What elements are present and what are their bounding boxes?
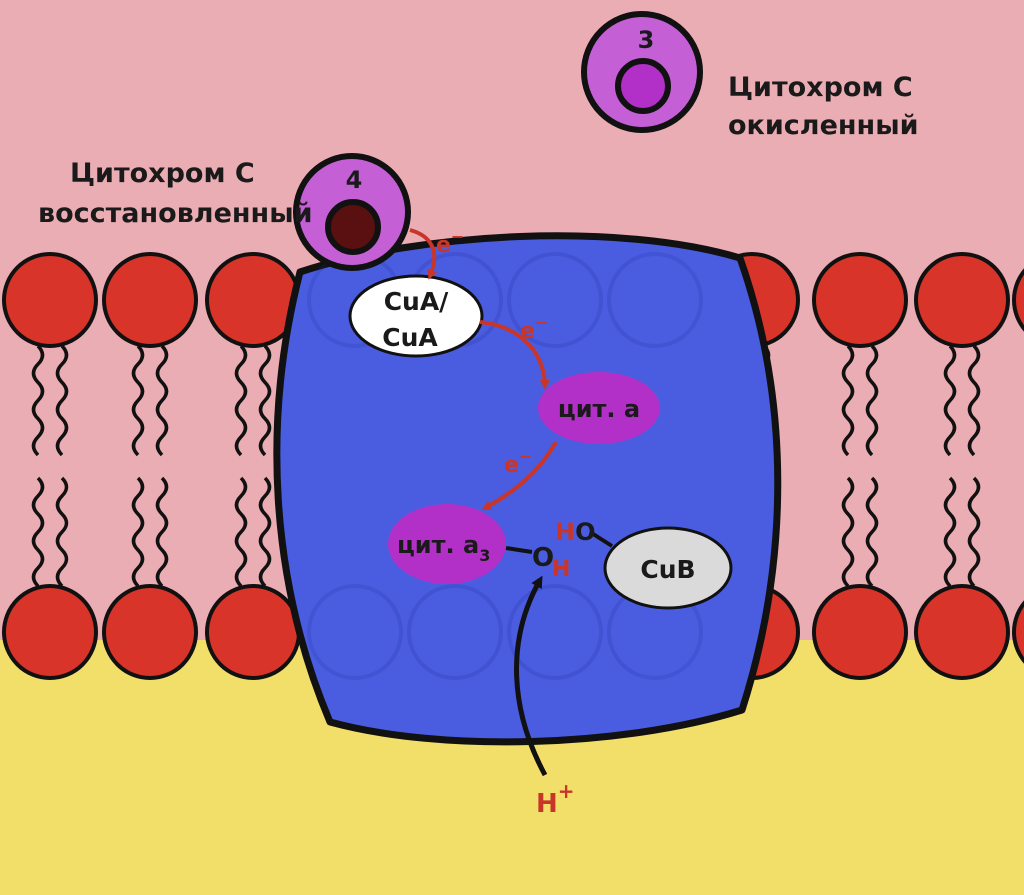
hydroxyl-group: HO [555, 518, 596, 546]
proton-arrow [514, 575, 548, 777]
lipid-tail [258, 476, 272, 588]
lipid-tail [865, 476, 879, 588]
cua-label-line2: CuA [382, 323, 438, 352]
electron-arrow-2 [479, 320, 550, 390]
cytochrome-a [538, 372, 660, 444]
lipid-tail [943, 344, 957, 457]
lipid-tail [967, 476, 981, 588]
lipid-head [812, 252, 908, 348]
lipid-tail [865, 344, 879, 457]
electron-label-2: e− [520, 313, 548, 344]
cytochrome-oxidase-complex [273, 232, 782, 746]
cytochrome-c-oxidized-label-line2: окисленный [728, 110, 919, 141]
lipid-tail [841, 476, 855, 588]
lipid-tail [131, 344, 145, 457]
lipid-bilayer [2, 252, 1024, 680]
cytochrome-c-oxidized-label-line1: Цитохром С [728, 72, 913, 103]
lipid-head [2, 584, 98, 680]
lipid-tail [31, 476, 45, 588]
electron-arrow-1 [409, 228, 437, 280]
cytochrome-c-oxidized: 3 [581, 11, 703, 133]
lipid-head [812, 584, 908, 680]
lipid-head [205, 584, 301, 680]
electron-label-3: e− [504, 447, 532, 478]
lipid-head [2, 252, 98, 348]
lipid-tail [841, 344, 855, 457]
cytochrome-c-reduced: 4 [293, 153, 411, 271]
lipid-head-ghost [407, 584, 503, 680]
cub-center [603, 526, 733, 610]
lipid-tail [234, 476, 248, 588]
lipid-tail [155, 476, 169, 588]
proton-label: H+ [536, 779, 575, 819]
water-hydrogen: H [552, 557, 570, 582]
lipid-head [1012, 268, 1024, 332]
lipid-tail [258, 344, 272, 457]
bond-hydroxyl-cub [588, 530, 614, 548]
lipid-tail [31, 344, 45, 457]
lipid-tail [55, 344, 69, 457]
lipid-head [102, 252, 198, 348]
cytochrome-a3-label: цит. а3 [397, 531, 490, 565]
cytochrome-c-reduced-number: 4 [346, 166, 363, 194]
bond-a3-oxygen [505, 546, 533, 554]
lipid-head-ghost [607, 252, 703, 348]
lipid-head [914, 252, 1010, 348]
electron-arrow-3 [481, 441, 558, 510]
lipid-tail [234, 344, 248, 457]
cytochrome-a3 [388, 504, 506, 584]
cytochrome-c-reduced-label-line2: восстановленный [38, 198, 313, 229]
lipid-head [914, 584, 1010, 680]
lipid-head [1012, 600, 1024, 664]
lipid-head-ghost [507, 584, 603, 680]
cytochrome-a-label: цит. а [558, 395, 640, 423]
cytochrome-c-reduced-label-line1: Цитохром С [70, 158, 255, 189]
lipid-tail [131, 476, 145, 588]
lipid-tail [943, 476, 957, 588]
lipid-head [102, 584, 198, 680]
lipid-tail [155, 344, 169, 457]
cua-label-line1: CuA/ [384, 287, 449, 316]
lipid-head-ghost [307, 584, 403, 680]
lipid-tail [967, 344, 981, 457]
electron-label-1: e− [436, 227, 464, 258]
lipid-head-ghost [507, 252, 603, 348]
water-oxygen: O [532, 543, 554, 573]
cua-center [348, 274, 484, 358]
cub-label: CuB [640, 555, 695, 584]
cytochrome-c-oxidized-number: 3 [638, 26, 655, 54]
lipid-tail [55, 476, 69, 588]
